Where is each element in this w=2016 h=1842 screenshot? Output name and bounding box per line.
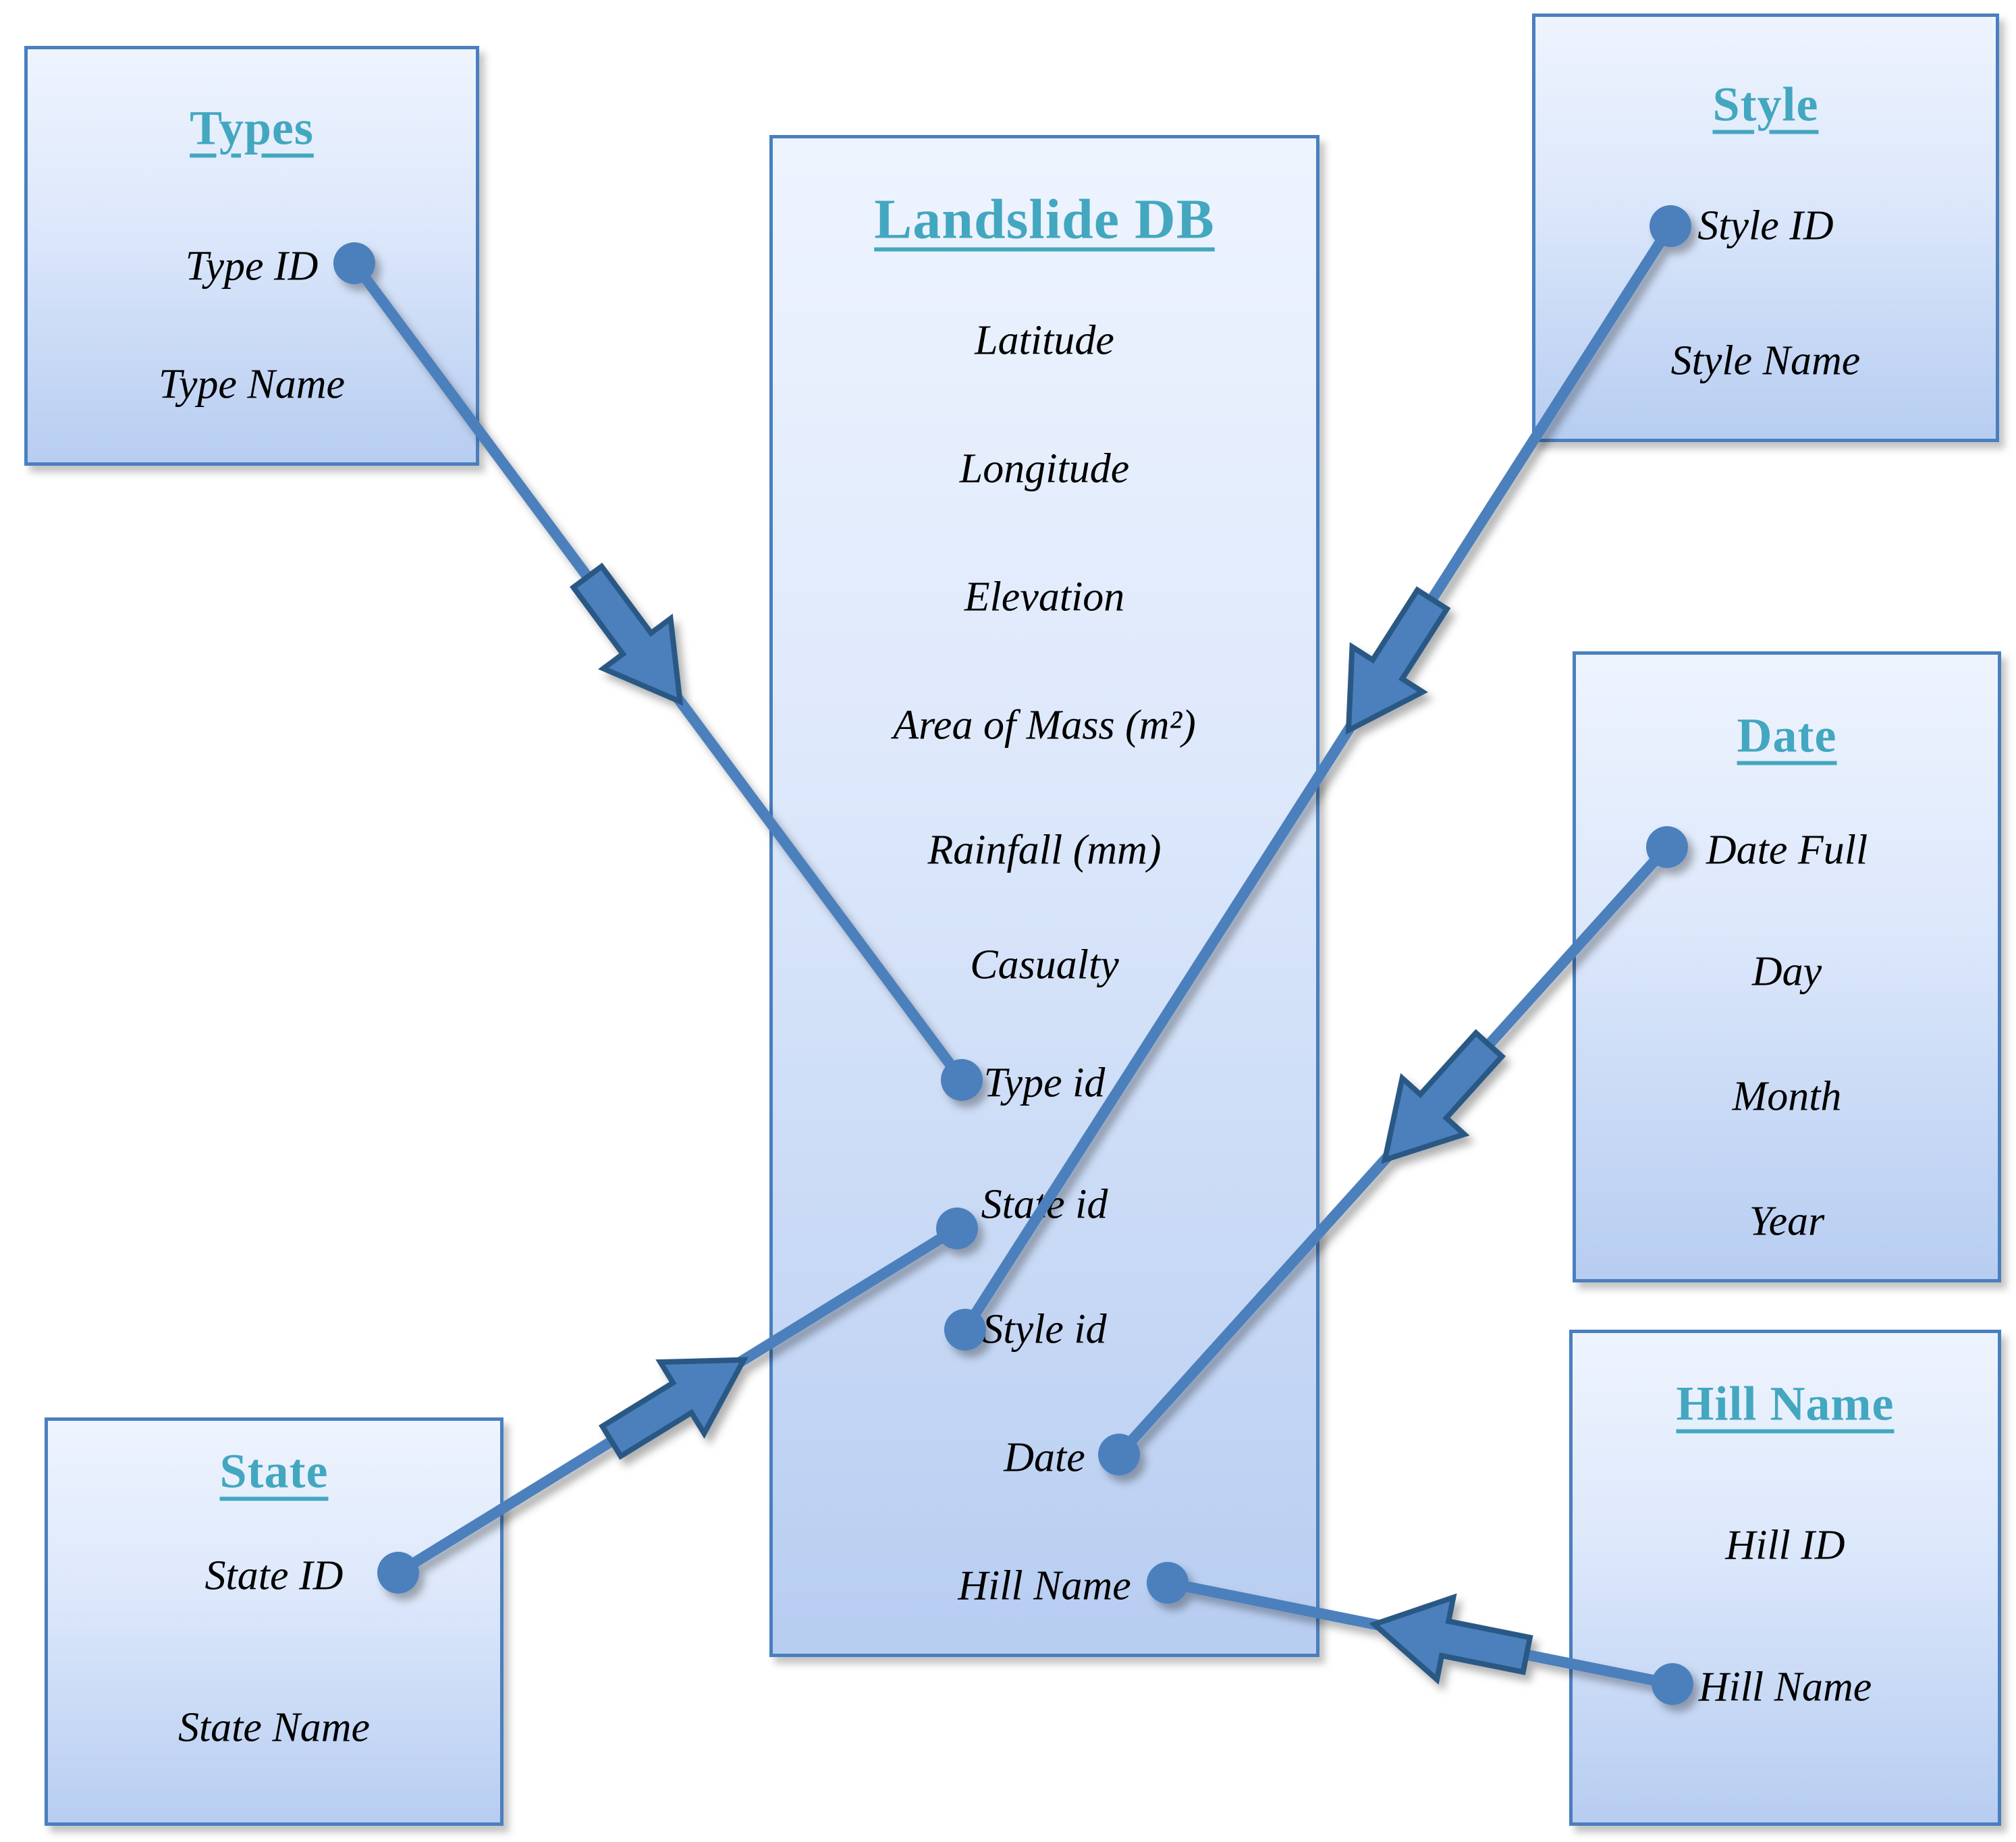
- field-style-name: Style Name: [1670, 337, 1861, 384]
- field-rainfall: Rainfall (mm): [927, 827, 1162, 873]
- field-date-fk: Date: [1004, 1434, 1085, 1481]
- table-date: Date Date Full Day Month Year: [1573, 651, 2001, 1282]
- field-state-name: State Name: [178, 1704, 371, 1751]
- field-style-id-fk: Style id: [982, 1306, 1107, 1353]
- block-arrow-icon: [554, 552, 714, 727]
- block-arrow-icon: [590, 1324, 766, 1477]
- table-title-landslide-db: Landslide DB: [773, 187, 1316, 252]
- field-type-name: Type Name: [158, 361, 346, 408]
- field-hill-name-fk: Hill Name: [958, 1563, 1131, 1609]
- table-hill-name: Hill Name Hill ID Hill Name: [1569, 1330, 2001, 1826]
- field-state-id-fk: State id: [981, 1181, 1108, 1228]
- field-casualty: Casualty: [970, 942, 1119, 988]
- table-title-text: Landslide DB: [874, 188, 1215, 251]
- table-state: State State ID State Name: [45, 1417, 503, 1826]
- table-title-date: Date: [1576, 708, 1998, 764]
- table-title-text: Date: [1737, 708, 1837, 763]
- table-title-types: Types: [28, 101, 476, 157]
- table-style: Style Style ID Style Name: [1532, 13, 1999, 442]
- table-title-text: Types: [190, 101, 314, 155]
- field-year: Year: [1749, 1198, 1825, 1245]
- field-date-full: Date Full: [1706, 827, 1868, 873]
- table-title-hill-name: Hill Name: [1573, 1376, 1998, 1432]
- field-type-id: Type ID: [185, 243, 319, 290]
- table-title-text: State: [219, 1444, 329, 1498]
- field-type-id-fk: Type id: [983, 1060, 1106, 1106]
- field-elevation: Elevation: [964, 574, 1125, 620]
- table-title-text: Hill Name: [1676, 1376, 1895, 1431]
- block-arrow-icon: [1313, 577, 1467, 753]
- field-hill-id: Hill ID: [1725, 1522, 1845, 1569]
- field-style-id: Style ID: [1697, 202, 1834, 249]
- table-title-style: Style: [1535, 77, 1996, 133]
- block-arrow-icon: [1354, 1017, 1520, 1188]
- field-day: Day: [1751, 948, 1822, 995]
- table-title-text: Style: [1712, 77, 1819, 132]
- field-latitude: Latitude: [975, 317, 1114, 364]
- table-title-state: State: [48, 1444, 500, 1500]
- table-types: Types Type ID Type Name: [24, 46, 479, 466]
- field-state-id: State ID: [205, 1552, 344, 1599]
- field-month: Month: [1732, 1073, 1842, 1120]
- field-area-of-mass: Area of Mass (m²): [893, 702, 1196, 749]
- table-landslide-db: Landslide DB Latitude Longitude Elevatio…: [769, 135, 1319, 1657]
- block-arrow-icon: [1366, 1583, 1535, 1696]
- field-longitude: Longitude: [959, 445, 1130, 492]
- field-hill-name: Hill Name: [1698, 1664, 1872, 1710]
